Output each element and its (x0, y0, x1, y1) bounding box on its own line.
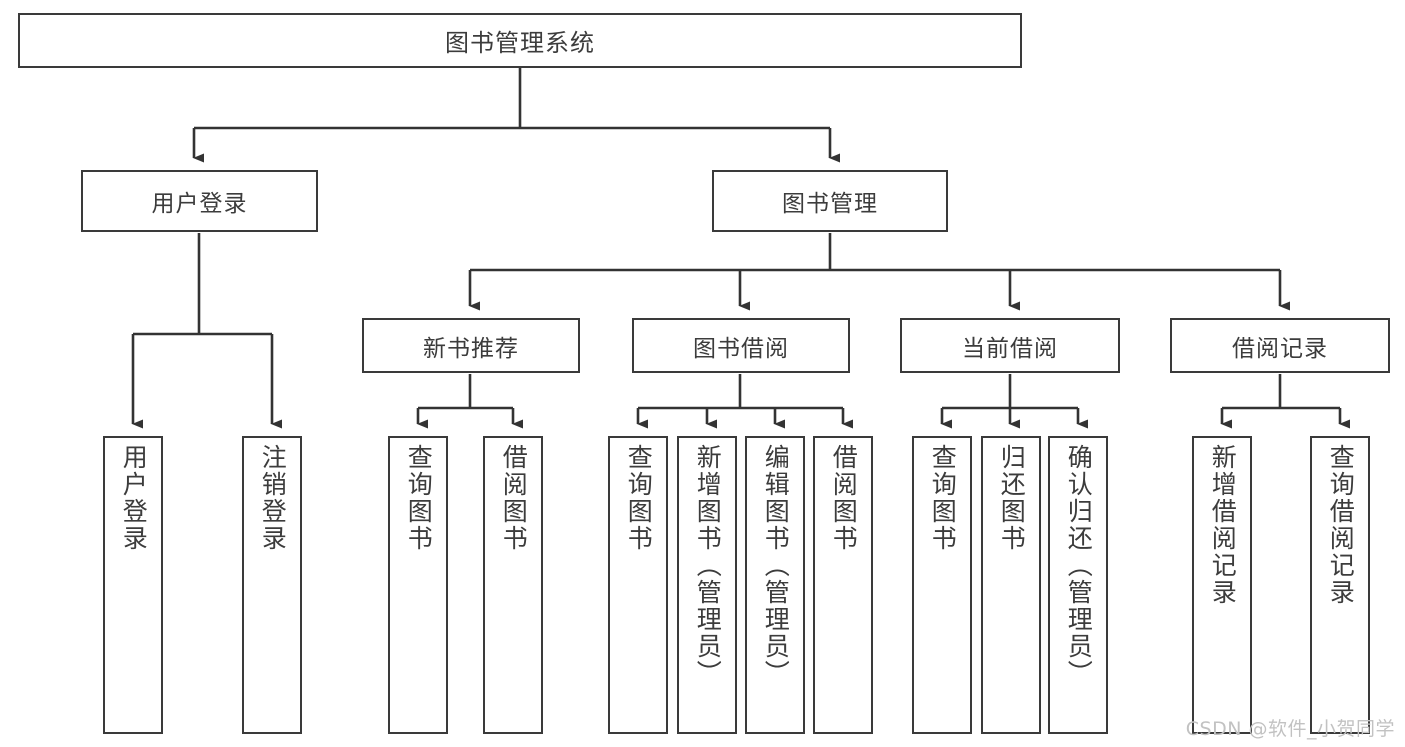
node-new-book-recommend[interactable]: 新书推荐 (362, 318, 580, 373)
node-label: 图书管理 (782, 191, 878, 217)
node-user-login[interactable]: 用户登录 (81, 170, 318, 232)
leaf-borrow-book[interactable]: 借阅图书 (813, 436, 873, 734)
leaf-user-login[interactable]: 用户登录 (103, 436, 163, 734)
node-book-borrow[interactable]: 图书借阅 (632, 318, 850, 373)
node-borrow-record[interactable]: 借阅记录 (1170, 318, 1390, 373)
leaf-label: 注销登录 (258, 444, 288, 552)
leaf-borrow-book-new[interactable]: 借阅图书 (483, 436, 543, 734)
node-label: 用户登录 (151, 191, 248, 217)
node-label: 新书推荐 (423, 335, 519, 362)
leaf-query-borrow-record[interactable]: 查询借阅记录 (1310, 436, 1370, 734)
leaf-label: 确认归还（管理员） (1064, 444, 1094, 687)
leaf-query-book-new[interactable]: 查询图书 (388, 436, 448, 734)
leaf-label: 用户登录 (119, 444, 149, 552)
leaf-query-book-current[interactable]: 查询图书 (912, 436, 972, 734)
watermark: CSDN @软件_小贺同学 (1185, 718, 1395, 740)
node-label: 借阅记录 (1232, 335, 1328, 362)
leaf-confirm-return-admin[interactable]: 确认归还（管理员） (1048, 436, 1108, 734)
leaf-label: 新增图书（管理员） (693, 444, 723, 687)
node-label: 图书借阅 (693, 335, 789, 362)
leaf-label: 借阅图书 (829, 444, 859, 552)
leaf-label: 查询借阅记录 (1326, 444, 1356, 606)
node-label: 图书管理系统 (445, 29, 595, 57)
leaf-add-book-admin[interactable]: 新增图书（管理员） (677, 436, 737, 734)
leaf-add-borrow-record[interactable]: 新增借阅记录 (1192, 436, 1252, 734)
node-label: 当前借阅 (962, 335, 1058, 362)
node-root-library-system[interactable]: 图书管理系统 (18, 13, 1022, 68)
leaf-label: 借阅图书 (499, 444, 529, 552)
leaf-logout[interactable]: 注销登录 (242, 436, 302, 734)
leaf-label: 查询图书 (404, 444, 434, 552)
leaf-edit-book-admin[interactable]: 编辑图书（管理员） (745, 436, 805, 734)
node-current-borrow[interactable]: 当前借阅 (900, 318, 1120, 373)
leaf-label: 查询图书 (624, 444, 654, 552)
node-book-management[interactable]: 图书管理 (712, 170, 948, 232)
leaf-label: 归还图书 (997, 444, 1027, 552)
leaf-query-book-borrow[interactable]: 查询图书 (608, 436, 668, 734)
leaf-label: 新增借阅记录 (1208, 444, 1238, 606)
leaf-return-book[interactable]: 归还图书 (981, 436, 1041, 734)
leaf-label: 编辑图书（管理员） (761, 444, 791, 687)
leaf-label: 查询图书 (928, 444, 958, 552)
